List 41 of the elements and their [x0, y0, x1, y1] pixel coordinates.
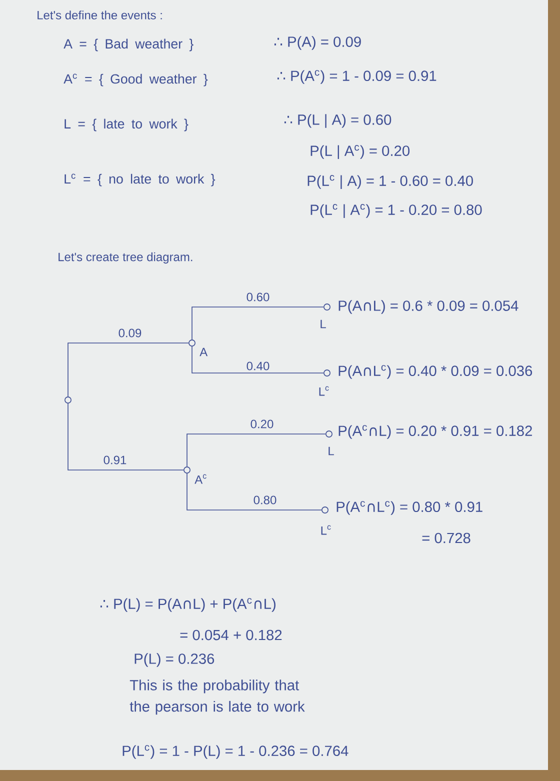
formula: = 0.728	[422, 532, 470, 544]
node-label: L	[328, 446, 334, 456]
formula: ∴ P(A) = 0.09	[274, 36, 361, 50]
formula: P(L | A$^{c}$) = 0.20	[310, 145, 410, 159]
formula: P(L$^{c}$ | A) = 1 - 0.60 = 0.40	[308, 175, 473, 189]
branch-line	[68, 403, 184, 470]
tree-node	[324, 304, 330, 310]
node-label: L	[320, 320, 326, 328]
branch-line	[186, 473, 322, 510]
formula: P(A$^{c}$∩L) = 0.20 * 0.91 = 0.182	[338, 425, 532, 439]
tree-node	[64, 396, 72, 404]
formula: = 0.054 + 0.182	[180, 630, 282, 640]
tree-node	[188, 340, 196, 346]
formula: P(A∩L$^{c}$) = 0.40 * 0.09 = 0.036	[338, 365, 532, 379]
formula: P(A$^{c}$∩L$^{c}$) = 0.80 * 0.91	[336, 501, 482, 515]
tree-node	[326, 430, 332, 438]
branch-line	[186, 434, 326, 467]
tree-node	[184, 466, 190, 474]
node-label: A	[200, 348, 208, 356]
tree-node	[324, 370, 330, 376]
node-label: A$^{c}$	[194, 474, 206, 484]
formula: P(L$^{c}$) = 1 - P(L) = 1 - 0.236 = 0.764	[122, 745, 348, 759]
formula: P(L$^{c}$ | A$^{c}$) = 1 - 0.20 = 0.80	[310, 204, 482, 218]
tree-node	[322, 506, 328, 514]
instruction-text: Let's create tree diagram.	[58, 252, 192, 264]
node-label: L$^{c}$	[319, 386, 329, 396]
node-label: L$^{c}$	[321, 525, 331, 535]
note-text: This is the probability that the pearson is late to work	[130, 680, 305, 715]
branch-line	[68, 342, 189, 397]
branch-line	[192, 346, 324, 374]
formula: ∴ P(L | A) = 0.60	[284, 114, 392, 128]
formula: P(A∩L) = 0.6 * 0.09 = 0.054	[338, 300, 518, 314]
instruction-text: Let's define the events :	[38, 10, 162, 20]
definition-text: A$^{c}$ = { Good weather }	[64, 74, 208, 86]
definition-text: L$^{c}$ = { no late to work }	[64, 174, 216, 186]
formula: ∴ P(A$^{c}$) = 1 - 0.09 = 0.91	[277, 70, 436, 84]
definition-text: L = { late to work }	[64, 118, 188, 132]
formula: ∴ P(L) = P(A∩L) + P(A$^{c}$∩L)	[100, 598, 276, 612]
branch-line	[192, 306, 324, 340]
formula: P(L) = 0.236	[134, 653, 214, 667]
definition-text: A = { Bad weather }	[64, 38, 194, 52]
